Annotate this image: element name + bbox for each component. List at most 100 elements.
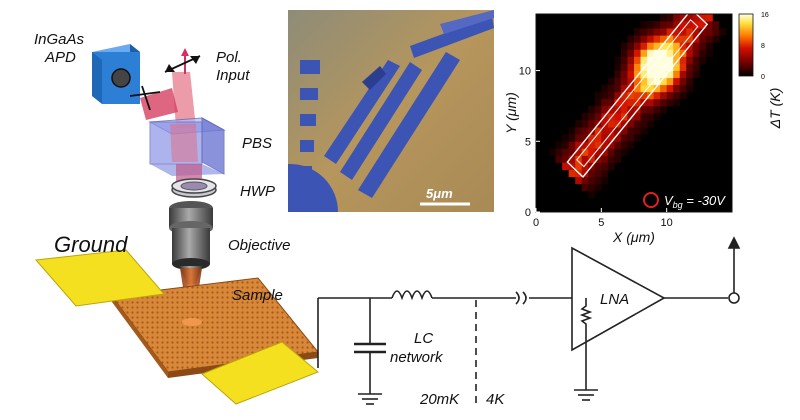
heatmap-cell	[634, 35, 641, 43]
heatmap-cell	[601, 155, 609, 163]
heatmap-sample-outline	[566, 8, 709, 179]
heatmap-cell	[594, 127, 602, 135]
heatmap-cell	[653, 105, 661, 114]
output-terminal	[728, 292, 740, 304]
heatmap-cell	[568, 148, 576, 156]
heatmap-cell	[594, 113, 602, 121]
heatmap-cell	[666, 98, 674, 107]
heatmap-cell	[653, 70, 661, 79]
micrograph	[288, 10, 494, 212]
heatmap-cell	[607, 98, 615, 107]
heatmap-cell	[627, 141, 635, 149]
heatmap-cell	[679, 84, 687, 93]
heatmap-cell	[640, 105, 648, 114]
heatmap-cell	[647, 49, 654, 57]
heatmap-cell	[679, 28, 687, 36]
readout-circuit	[317, 236, 741, 408]
heatmap-cell	[620, 148, 628, 156]
colorbar-tick-label: 0	[761, 74, 765, 81]
heatmap-cell	[594, 91, 602, 100]
heatmap-cell	[614, 98, 622, 107]
heatmap-cell	[627, 35, 635, 43]
y-tick-label: 5	[525, 136, 531, 148]
heatmap-cell	[620, 77, 628, 86]
heatmap-cell	[601, 169, 609, 178]
heatmap-cell	[679, 91, 687, 100]
heatmap-cell	[673, 56, 681, 64]
heatmap-cell	[666, 28, 674, 36]
heatmap-cell	[594, 98, 602, 107]
heatmap-cell	[575, 134, 583, 142]
heatmap-cell	[673, 84, 681, 93]
heatmap-cell	[673, 70, 681, 79]
heatmap-cell	[601, 98, 609, 107]
heatmap-cell	[692, 35, 700, 43]
heatmap-cell	[640, 84, 648, 93]
heatmap-cell	[712, 35, 720, 43]
heatmap-cell	[601, 84, 609, 93]
heatmap-cell	[647, 42, 654, 50]
heatmap-cell	[640, 77, 648, 86]
heatmap-cell	[562, 155, 570, 163]
ground-symbol-amplifier	[574, 389, 598, 401]
heatmap-cell	[627, 134, 635, 142]
apd-label-line1: InGaAs	[34, 31, 85, 48]
x-tick-label: 5	[598, 217, 604, 229]
objective-label: Objective	[228, 237, 291, 254]
cable-break	[515, 291, 527, 305]
heatmap-cell	[588, 176, 596, 185]
heatmap-cell	[673, 35, 681, 43]
heatmap-cell	[601, 162, 609, 170]
heatmap-cell	[647, 91, 654, 100]
heatmap-cell	[679, 77, 687, 86]
colorbar-tick-label: 8	[761, 43, 765, 50]
heatmap-cell	[581, 127, 589, 135]
heatmap-cell	[614, 91, 622, 100]
heatmap-cell	[588, 120, 596, 128]
heatmap-cell	[588, 141, 596, 149]
heatmap-cell	[660, 91, 668, 100]
heatmap-cell	[666, 49, 674, 57]
heatmap-cell	[660, 105, 668, 114]
heatmap-cell	[634, 91, 641, 100]
y-tick-label: 0	[525, 207, 531, 219]
heatmap-cell	[666, 35, 674, 43]
heatmap-cell	[653, 77, 661, 86]
heatmap-cell	[699, 49, 707, 57]
heatmap-cell	[634, 113, 641, 121]
heatmap-cell	[705, 28, 713, 36]
heatmap-cell	[568, 141, 576, 149]
temperature-warm-label: 4K	[486, 391, 505, 408]
heatmap-cell	[601, 141, 609, 149]
beam-segment	[176, 164, 202, 182]
heatmap-cell	[614, 155, 622, 163]
heatmap-y-label: Y (μm)	[503, 92, 519, 134]
heatmap-cell	[660, 42, 668, 50]
heatmap-cell	[647, 120, 654, 128]
heatmap-cell	[666, 21, 674, 29]
heatmap-cell	[607, 91, 615, 100]
heatmap-cell	[647, 84, 654, 93]
heatmap-cell	[634, 84, 641, 93]
pbs-label: PBS	[242, 135, 272, 152]
heatmap-cell	[601, 105, 609, 114]
heatmap-cell	[627, 42, 635, 50]
heatmap-cell	[660, 63, 668, 71]
heatmap-cell	[647, 63, 654, 71]
heatmap-cell	[594, 176, 602, 185]
heatmap-cell	[634, 127, 641, 135]
heatmap-cell	[634, 42, 641, 50]
heatmap-cell	[673, 42, 681, 50]
heatmap-cell	[705, 49, 713, 57]
sample-label: Sample	[232, 287, 283, 304]
heatmap-cell	[705, 21, 713, 29]
heatmap-cell	[594, 141, 602, 149]
heatmap-cell	[634, 77, 641, 86]
heatmap-cells	[549, 14, 726, 199]
heatmap-cell	[562, 162, 570, 170]
heatmap-cell	[640, 127, 648, 135]
heatmap-cell	[673, 28, 681, 36]
heatmap-cell	[686, 14, 694, 22]
heatmap-cell	[601, 148, 609, 156]
